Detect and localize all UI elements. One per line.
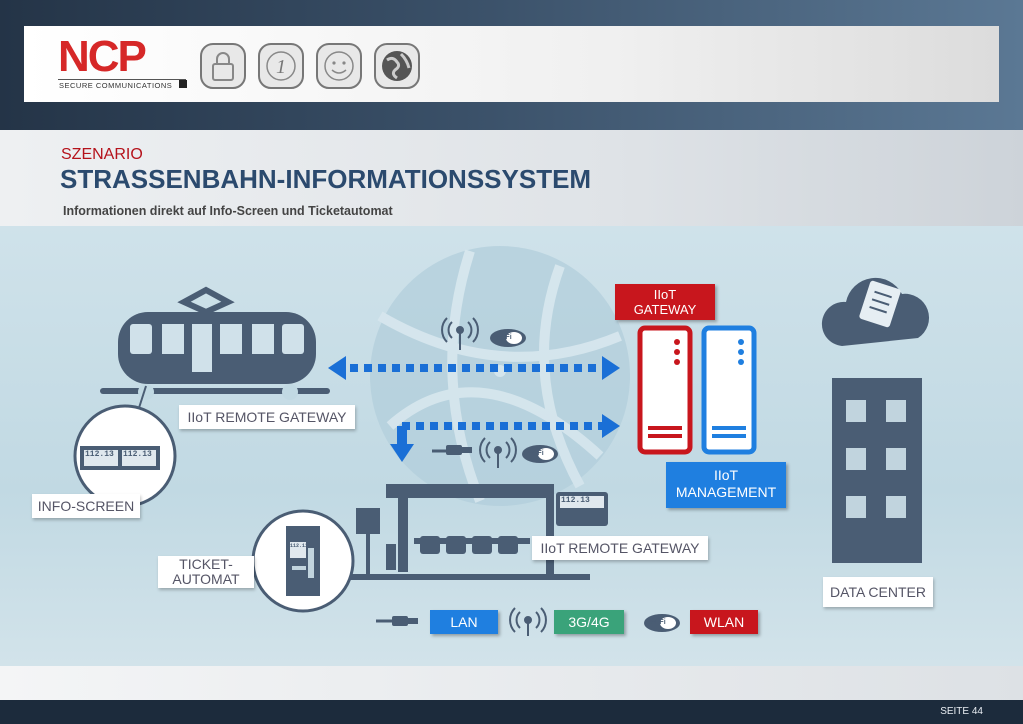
antenna-icon-mid xyxy=(479,437,517,468)
legend-antenna-icon xyxy=(509,607,547,636)
iiot-gateway-label-line1: IIoT xyxy=(653,287,677,302)
brand-logo: NCP xyxy=(58,32,147,81)
scenario-kicker: SZENARIO xyxy=(61,146,143,163)
globe-icon[interactable] xyxy=(373,42,421,90)
svg-text:1: 1 xyxy=(276,56,286,78)
iiot-management-label: IIoT MANAGEMENT xyxy=(666,462,786,508)
brand-subtitle: SECURE COMMUNICATIONS xyxy=(59,81,173,90)
smiley-icon[interactable] xyxy=(315,42,363,90)
remote-gateway-tram-label: IIoT REMOTE GATEWAY xyxy=(179,405,355,429)
ticket-automat-label-line2: AUTOMAT xyxy=(172,571,240,587)
wifi-text-legend: Wi Fi xyxy=(649,619,666,626)
ticket-display-time: 112.13 xyxy=(290,543,309,549)
logo-underline xyxy=(58,79,186,88)
diagram-canvas xyxy=(73,246,930,636)
logo-square xyxy=(179,80,187,88)
wifi-text-top: Wi Fi xyxy=(495,334,512,341)
legend-3g4g: 3G/4G xyxy=(554,610,624,634)
cloud-icon xyxy=(821,277,930,346)
wifi-icon-mid xyxy=(522,445,558,463)
station-display-sign xyxy=(556,492,608,526)
legend-wifi-icon xyxy=(644,614,680,632)
info-screen-time-1: 112.13 xyxy=(85,450,114,459)
bottom-band xyxy=(0,666,1023,700)
lan-plug-icon-mid xyxy=(432,445,472,455)
iiot-gateway-label-line2: GATEWAY xyxy=(633,302,697,317)
ticket-automat-label-line1: TICKET- xyxy=(179,556,233,572)
iiot-gateway-server xyxy=(637,325,693,455)
iiot-management-server xyxy=(701,325,757,455)
iiot-management-label-line1: IIoT xyxy=(713,467,739,483)
logo-bar: NCP SECURE COMMUNICATIONS 1 xyxy=(24,26,999,102)
legend-wlan: WLAN xyxy=(690,610,758,634)
iiot-gateway-label: IIoT GATEWAY xyxy=(615,284,715,320)
title-band: SZENARIO STRASSENBAHN-INFORMATIONSSYSTEM… xyxy=(0,130,1023,226)
iiot-management-label-line2: MANAGEMENT xyxy=(675,484,777,500)
data-center-label: DATA CENTER xyxy=(823,577,933,607)
ticket-machine-bubble xyxy=(251,509,355,613)
footer-bar: SEITE 44 xyxy=(0,700,1023,724)
lock-icon[interactable] xyxy=(199,42,247,90)
page-title: STRASSENBAHN-INFORMATIONSSYSTEM xyxy=(60,164,592,194)
link-arrow-station xyxy=(390,414,620,462)
legend-lan: LAN xyxy=(430,610,498,634)
remote-gateway-station-label: IIoT REMOTE GATEWAY xyxy=(532,536,708,560)
legend-lan-plug-icon xyxy=(376,616,418,626)
antenna-icon-top xyxy=(441,317,479,350)
info-screen-time-2: 112.13 xyxy=(123,450,152,459)
page-subtitle: Informationen direkt auf Info-Screen und… xyxy=(63,204,393,218)
link-arrow-tram xyxy=(328,356,620,380)
tram-station-shelter xyxy=(344,484,590,580)
wifi-text-mid: Wi Fi xyxy=(527,450,544,457)
ticket-automat-label: TICKET- AUTOMAT xyxy=(158,556,254,588)
tram-icon xyxy=(100,286,330,400)
network-globe xyxy=(370,246,630,506)
page-number: SEITE 44 xyxy=(940,706,983,717)
wifi-icon-top xyxy=(490,329,526,347)
info-screen-label: INFO-SCREEN xyxy=(32,494,140,518)
data-center-building xyxy=(832,378,922,563)
station-display-time: 112.13 xyxy=(561,496,590,505)
one-icon[interactable]: 1 xyxy=(257,42,305,90)
